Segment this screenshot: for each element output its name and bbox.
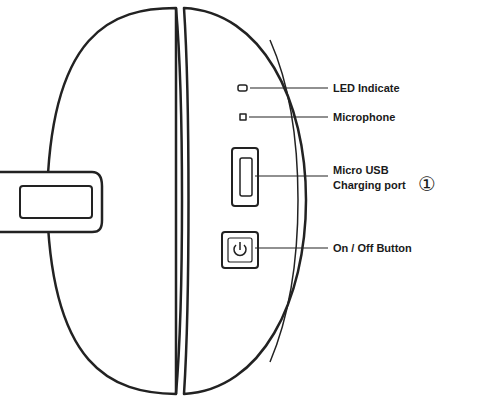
leader-line [249,116,328,117]
divider [176,8,182,394]
part-label: On / Off Button [333,241,463,256]
part-label: Microphone [333,110,463,125]
headband [0,172,102,232]
leader-line [255,247,328,248]
usb-slot [240,158,252,196]
part-label: Micro USB Charging port [333,163,417,193]
microphone-hole [240,114,246,120]
part-label: LED Indicate [333,81,463,96]
usb-port [232,148,258,206]
callout-number: ① [418,173,458,195]
leader-line [255,175,328,176]
power-icon-bar [239,242,241,250]
power-button-face [228,238,252,262]
power-button [222,232,258,268]
headband-slot [20,186,92,218]
led-indicator [238,85,247,91]
leader-line [250,87,328,88]
cup-body [184,8,306,394]
